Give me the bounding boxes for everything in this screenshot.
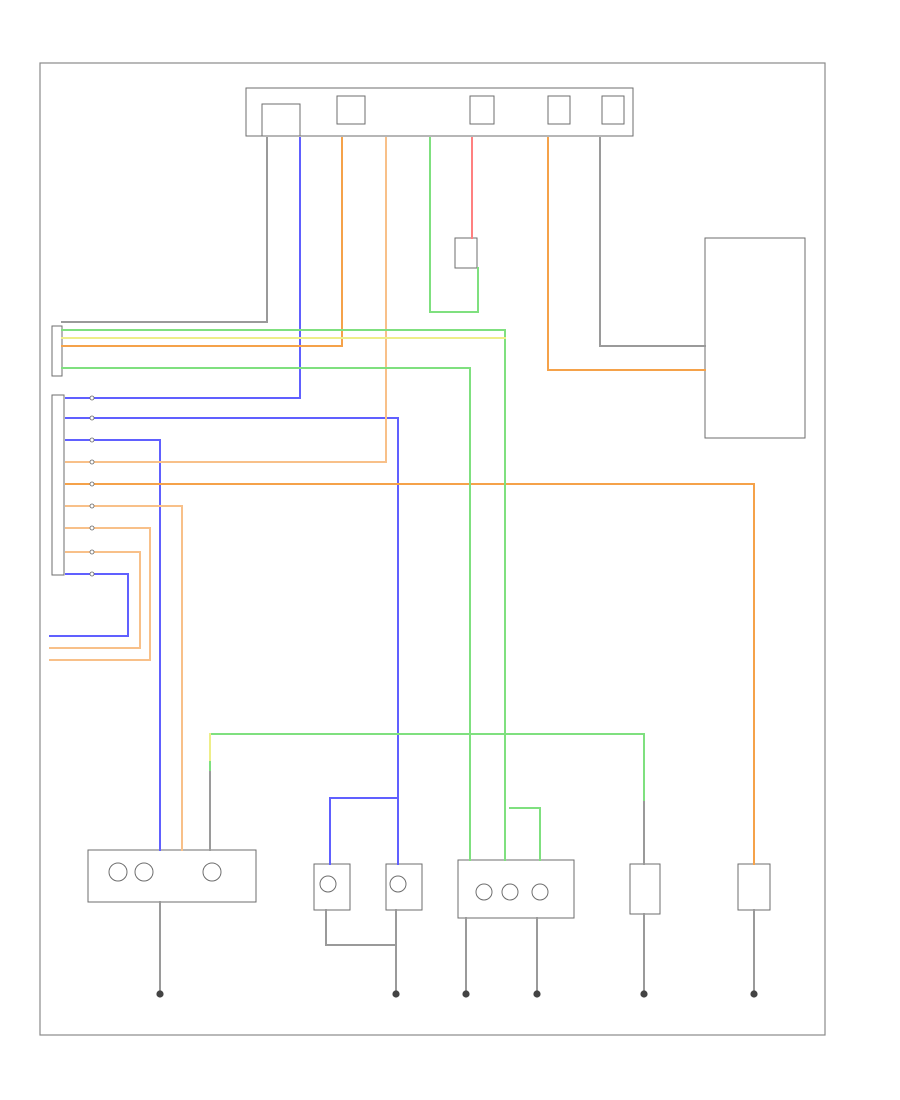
bulb-7 [501, 883, 519, 901]
wire-light-orange-1 [65, 505, 183, 851]
pin [89, 395, 95, 401]
connector-pins [89, 395, 95, 577]
grounds [156, 990, 758, 998]
fuse-1 [336, 95, 366, 125]
gray-wires [61, 137, 755, 991]
wire-green-bottom [209, 733, 645, 801]
bulb-2 [134, 862, 154, 882]
component-box-3 [385, 863, 423, 911]
component-box-4 [457, 859, 575, 919]
relay-box [261, 103, 301, 137]
ground-symbol [750, 990, 758, 998]
pin [89, 481, 95, 487]
bulb-4 [319, 875, 337, 893]
left-connector-top [51, 325, 63, 377]
ground-symbol [533, 990, 541, 998]
component-box-5 [629, 863, 661, 915]
pin [89, 525, 95, 531]
ground-symbol [640, 990, 648, 998]
pin [89, 459, 95, 465]
combination-meter [704, 237, 806, 439]
ground-symbol [462, 990, 470, 998]
wire-blue-top [65, 137, 301, 399]
wire-light-orange-3 [49, 551, 141, 649]
bulb-3 [202, 862, 222, 882]
bulb-1 [108, 862, 128, 882]
diagram-frame [39, 62, 826, 1036]
ground-symbol [156, 990, 164, 998]
fuse-3 [547, 95, 571, 125]
pin [89, 415, 95, 421]
wire-gray-9 [325, 909, 397, 946]
wire-blue-down [65, 417, 399, 865]
component-box-1 [87, 849, 257, 903]
component-box-6 [737, 863, 771, 911]
wire-orange-top [61, 137, 343, 347]
pin [89, 571, 95, 577]
wire-blue-left-bottom [49, 573, 129, 637]
pin [89, 549, 95, 555]
wire-gray-2 [599, 137, 706, 347]
ground-symbol [392, 990, 400, 998]
wire-light-orange-top [65, 137, 387, 463]
fuse-4 [601, 95, 625, 125]
wire-blue-bottom [329, 797, 399, 865]
bulb-8 [531, 883, 549, 901]
component-box-2 [313, 863, 351, 911]
fuse-2 [469, 95, 495, 125]
pin [89, 437, 95, 443]
pin [89, 503, 95, 509]
wire-gray-1 [61, 137, 268, 323]
colored-wires [49, 137, 755, 865]
left-connector-bottom [51, 394, 65, 576]
bulb-5 [389, 875, 407, 893]
fuse-block [245, 87, 634, 137]
bulb-6 [475, 883, 493, 901]
wire-orange-long [65, 483, 755, 865]
switch-body [454, 237, 478, 269]
wire-orange-meter [547, 137, 706, 371]
wire-green-long [61, 329, 506, 861]
wire-light-orange-2 [49, 527, 151, 661]
wire-blue-left-loop [65, 439, 161, 851]
wire-green-switch [429, 137, 479, 313]
wire-green-2 [61, 367, 471, 861]
wire-green-right [509, 807, 541, 861]
